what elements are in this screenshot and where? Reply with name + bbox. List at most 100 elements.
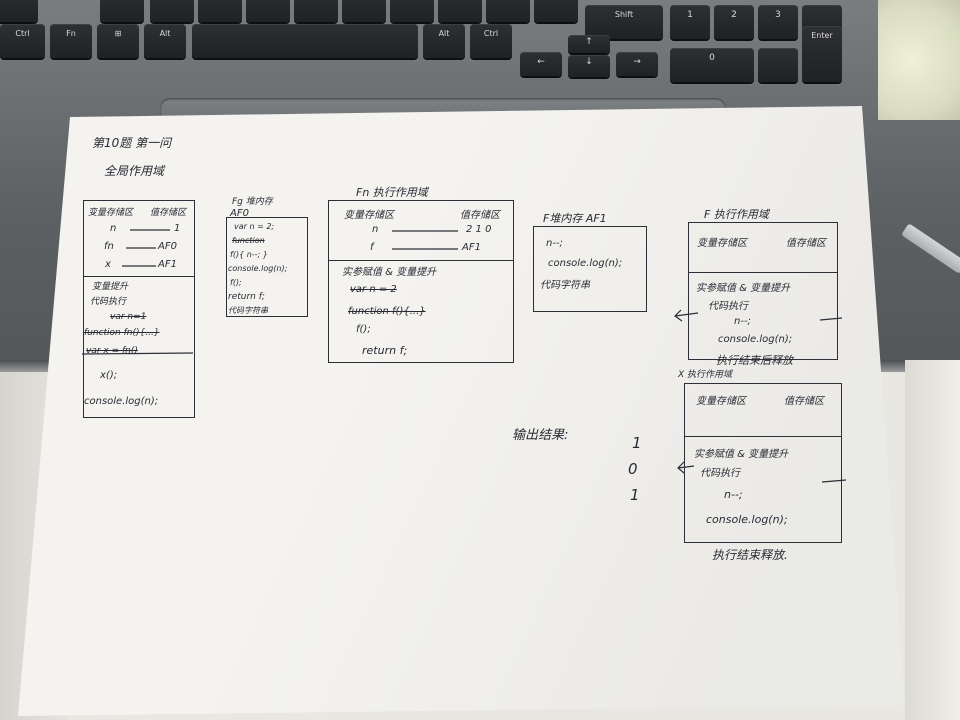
code-line: n--; bbox=[724, 488, 743, 501]
key-space[interactable] bbox=[192, 24, 418, 58]
hoist-label: 实参赋值 & 变量提升 bbox=[694, 449, 789, 460]
code-string-label: 代码字符串 bbox=[228, 306, 268, 315]
f-heap-label: F堆内存 AF1 bbox=[543, 212, 607, 225]
key-label: 2 bbox=[731, 10, 737, 20]
key-period[interactable]: > bbox=[486, 0, 530, 22]
key-label: Alt bbox=[438, 29, 450, 38]
code-line: console.log(n); bbox=[84, 396, 159, 407]
divider bbox=[684, 436, 842, 437]
key-label: 0 bbox=[709, 53, 715, 63]
code-line: console.log(n); bbox=[718, 334, 793, 345]
code-line: var n=1 bbox=[110, 312, 147, 322]
key-label: B bbox=[313, 0, 319, 3]
code-line: f(){ n--; } bbox=[230, 250, 268, 259]
f-exec-box-1 bbox=[688, 222, 838, 360]
key-alt-left[interactable]: Alt bbox=[144, 24, 186, 58]
val-store-header: 值存储区 bbox=[784, 396, 824, 407]
key-numpad-period[interactable] bbox=[758, 48, 798, 82]
key-label: Ctrl bbox=[15, 29, 30, 38]
code-line: console.log(n); bbox=[548, 258, 623, 269]
key-slash[interactable]: ? bbox=[534, 0, 578, 22]
key-label: Fn bbox=[66, 29, 76, 38]
windows-icon: ⊞ bbox=[114, 29, 122, 38]
f-exec-label: F 执行作用域 bbox=[704, 208, 769, 221]
code-line: function bbox=[232, 236, 265, 245]
fg-heap-box bbox=[226, 217, 308, 317]
arrow-up-icon: ↑ bbox=[585, 37, 593, 47]
output-value: 1 bbox=[632, 434, 642, 452]
key-x[interactable]: X bbox=[150, 0, 194, 22]
key-down[interactable]: ↓ bbox=[568, 55, 610, 77]
code-line: n--; bbox=[546, 238, 563, 249]
var-store-header: 变量存储区 bbox=[697, 238, 747, 249]
arrow-left-icon: ← bbox=[537, 57, 545, 67]
var-store-header: 变量存储区 bbox=[88, 208, 134, 218]
output-label: 输出结果: bbox=[512, 428, 569, 443]
release-note: 执行结束释放. bbox=[712, 548, 788, 562]
hoist-label: 变量提升 bbox=[92, 282, 129, 292]
key-z[interactable]: Z bbox=[100, 0, 144, 22]
release-note: 执行结束后释放 bbox=[716, 354, 793, 367]
key-z-left[interactable] bbox=[0, 0, 38, 22]
hoist-label: 实参赋值 & 变量提升 bbox=[696, 283, 791, 294]
val-n: 1 bbox=[174, 223, 181, 234]
fn-exec-label: Fn 执行作用域 bbox=[356, 186, 428, 199]
code-line: console.log(n); bbox=[706, 513, 788, 526]
key-label: < bbox=[456, 0, 464, 3]
key-m[interactable]: M bbox=[390, 0, 434, 22]
divider bbox=[83, 276, 195, 277]
key-2[interactable]: 2 bbox=[714, 5, 754, 39]
key-v[interactable]: V bbox=[246, 0, 290, 22]
key-enter[interactable]: Enter bbox=[802, 26, 842, 82]
code-string-label: 代码字符串 bbox=[540, 280, 590, 291]
key-up[interactable]: ↑ bbox=[568, 35, 610, 53]
key-n[interactable]: N bbox=[342, 0, 386, 22]
output-value: 1 bbox=[630, 486, 640, 504]
var-fn: fn bbox=[104, 241, 114, 252]
key-label: Alt bbox=[159, 29, 171, 38]
code-line: return f; bbox=[362, 344, 408, 357]
arrow-right-icon: → bbox=[633, 57, 641, 67]
key-b[interactable]: B bbox=[294, 0, 338, 22]
key-left[interactable]: ← bbox=[520, 52, 562, 76]
key-alt-right[interactable]: Alt bbox=[423, 24, 465, 58]
desk-surface bbox=[905, 360, 960, 720]
key-label: V bbox=[265, 0, 271, 3]
var-store-header: 变量存储区 bbox=[344, 210, 394, 221]
key-3[interactable]: 3 bbox=[758, 5, 798, 39]
val-fn: AF0 bbox=[158, 241, 177, 252]
val-store-header: 值存储区 bbox=[786, 238, 826, 249]
exec-label: 代码执行 bbox=[708, 301, 748, 312]
key-ctrl-left[interactable]: Ctrl bbox=[0, 24, 45, 58]
key-ctrl-right[interactable]: Ctrl bbox=[470, 24, 512, 58]
var-store-header: 变量存储区 bbox=[696, 396, 746, 407]
code-line: var x = fn() bbox=[86, 346, 138, 356]
key-label: 1 bbox=[687, 10, 693, 20]
key-label: ? bbox=[554, 0, 559, 3]
key-c[interactable]: C bbox=[198, 0, 242, 22]
val-f: AF1 bbox=[462, 242, 481, 253]
exec-label: 代码执行 bbox=[700, 468, 740, 479]
question-title: 第10题 第一问 bbox=[92, 136, 172, 150]
code-line: console.log(n); bbox=[228, 264, 288, 273]
exec-label: 代码执行 bbox=[90, 297, 127, 307]
key-shift[interactable]: Shift bbox=[585, 5, 663, 39]
key-windows[interactable]: ⊞ bbox=[97, 24, 139, 58]
key-0[interactable]: 0 bbox=[670, 48, 754, 82]
code-line: x(); bbox=[100, 370, 118, 381]
code-line: var n = 2 bbox=[350, 284, 397, 295]
key-label: N bbox=[361, 0, 368, 3]
f-heap-box bbox=[533, 226, 647, 312]
key-label: M bbox=[408, 0, 416, 3]
fg-heap-address: AF0 bbox=[230, 208, 249, 219]
key-1[interactable]: 1 bbox=[670, 5, 710, 39]
fn-exec-box bbox=[328, 200, 514, 363]
val-store-header: 值存储区 bbox=[150, 208, 187, 218]
f-exec-label: X 执行作用域 bbox=[678, 370, 733, 380]
global-scope-title: 全局作用域 bbox=[104, 164, 165, 178]
key-comma[interactable]: < bbox=[438, 0, 482, 22]
key-right[interactable]: → bbox=[616, 52, 658, 76]
key-fn[interactable]: Fn bbox=[50, 24, 92, 58]
